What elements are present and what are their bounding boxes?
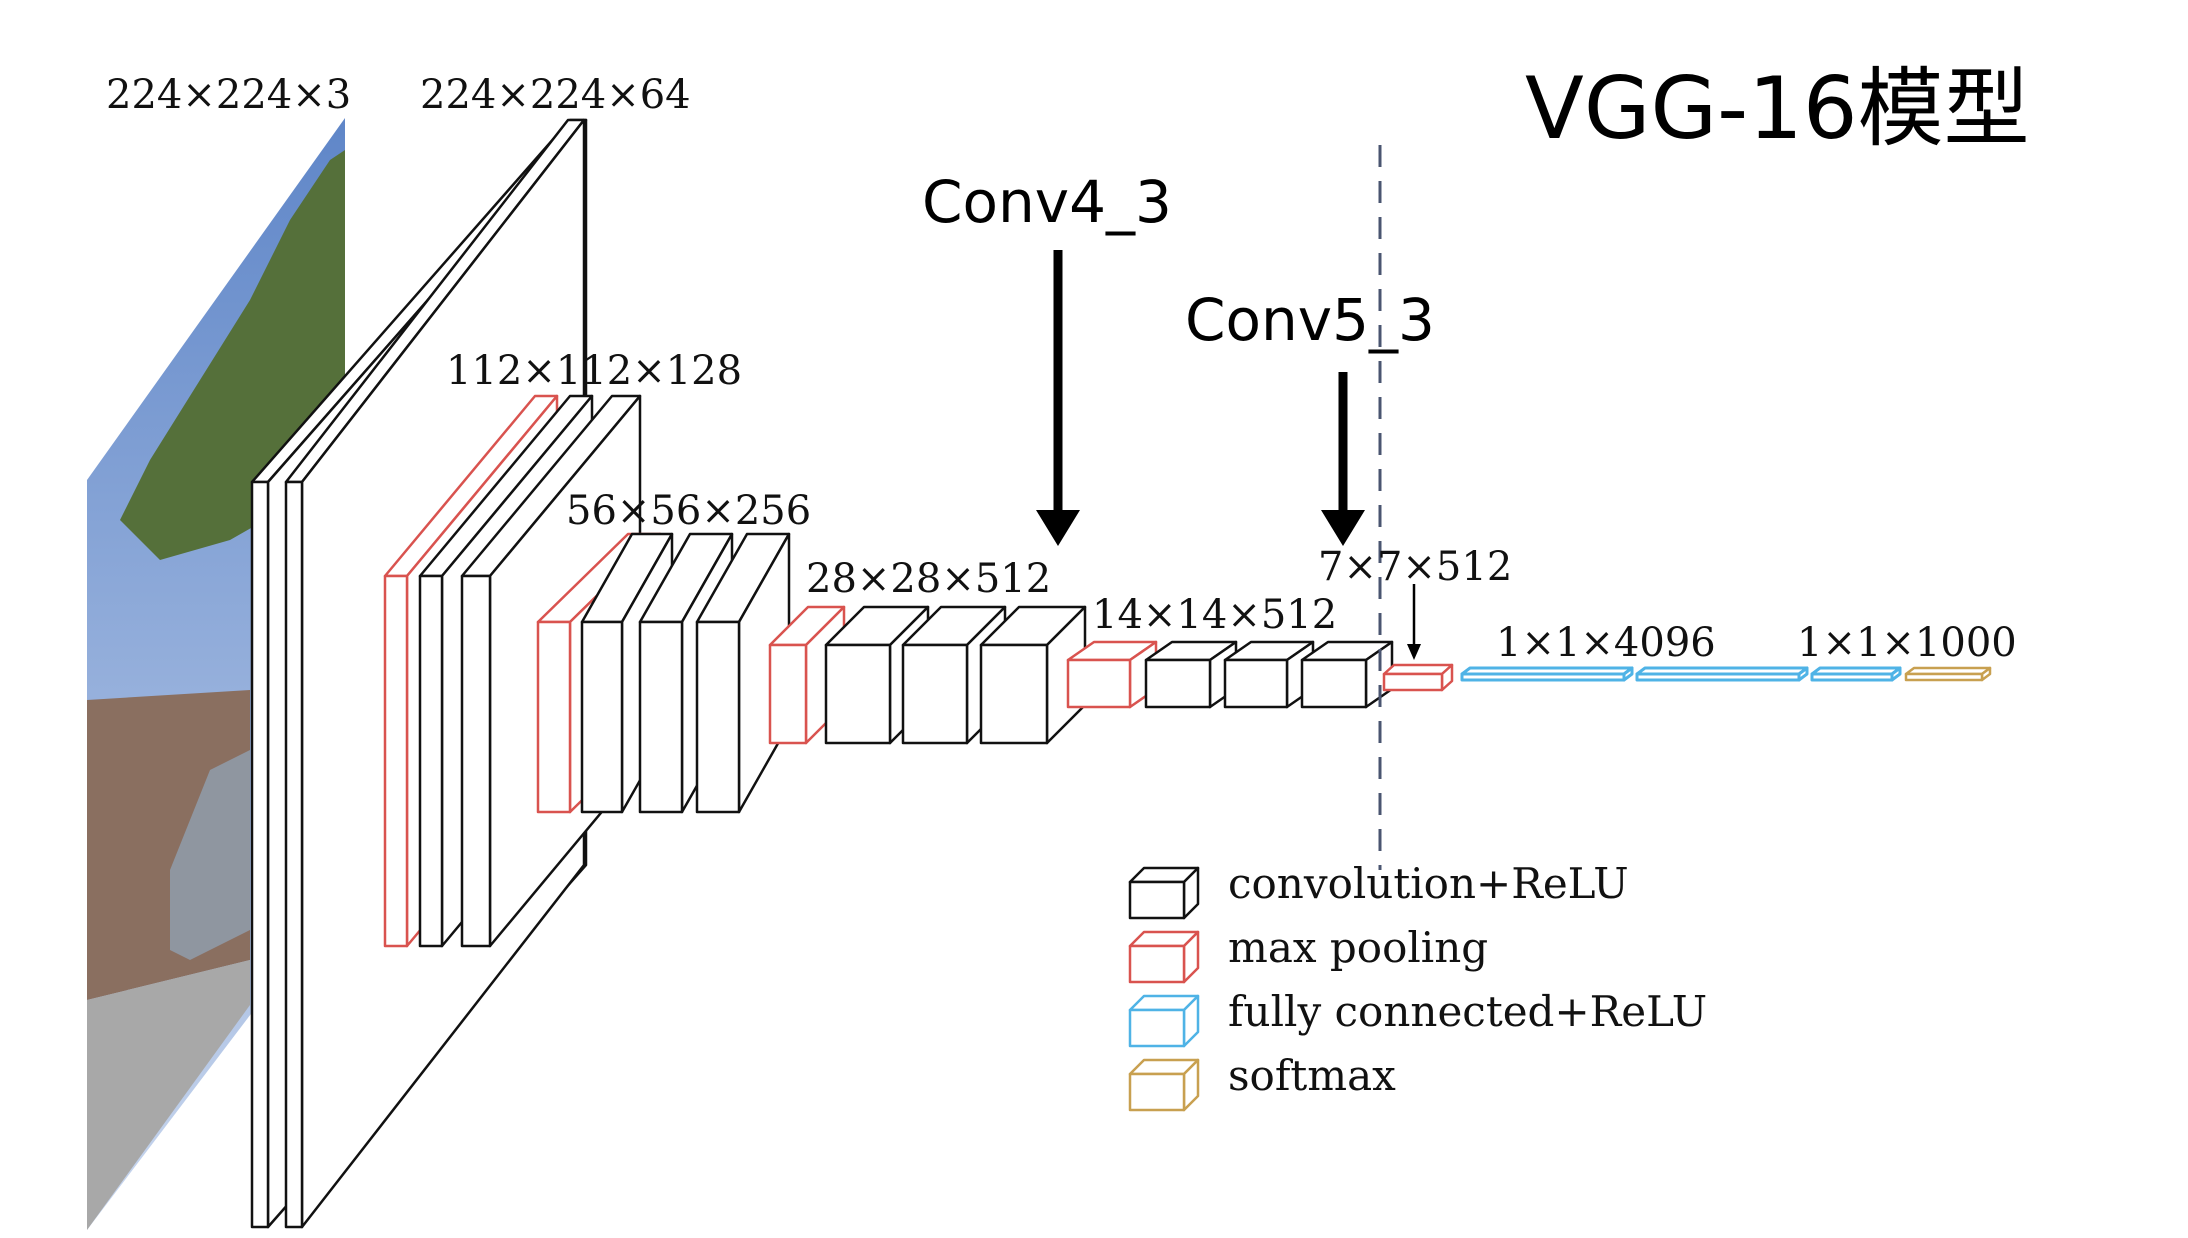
dims-label-conv3: 56×56×256 bbox=[566, 488, 811, 534]
network-blocks bbox=[250, 118, 1992, 1229]
legend-icon-fc bbox=[1128, 994, 1200, 1048]
conv-5-1 bbox=[1144, 640, 1238, 709]
input-photo-car bbox=[170, 750, 250, 960]
pool-4 bbox=[1066, 640, 1158, 709]
dims-label-conv1: 224×224×64 bbox=[420, 72, 691, 118]
callout-arrows bbox=[1036, 250, 1421, 660]
fc-3 bbox=[1810, 666, 1902, 682]
dims-label-softmax: 1×1×1000 bbox=[1797, 620, 2017, 666]
legend-icon-softmax bbox=[1128, 1058, 1200, 1112]
dims-label-conv5: 14×14×512 bbox=[1092, 592, 1337, 638]
pool5-arrow bbox=[1407, 584, 1421, 660]
legend-label-softmax: softmax bbox=[1228, 1051, 1396, 1100]
callout-label-conv5-3: Conv5_3 bbox=[1185, 286, 1435, 354]
legend-label-pool: max pooling bbox=[1228, 923, 1488, 972]
legend-icon-pool bbox=[1128, 930, 1200, 984]
conv5-3-arrow bbox=[1321, 372, 1365, 546]
legend-label-fc: fully connected+ReLU bbox=[1228, 987, 1707, 1036]
callout-label-conv4-3: Conv4_3 bbox=[922, 168, 1172, 236]
dims-label-conv4: 28×28×512 bbox=[806, 556, 1051, 602]
legend-icon-conv bbox=[1128, 866, 1200, 920]
legend-icons bbox=[1128, 866, 1200, 1112]
fc-1 bbox=[1460, 666, 1634, 682]
conv-5-2 bbox=[1223, 640, 1315, 709]
legend-label-conv: convolution+ReLU bbox=[1228, 859, 1629, 908]
legend: convolution+ReLU max pooling fully conne… bbox=[1128, 859, 1707, 1112]
dims-label-pool5: 7×7×512 bbox=[1318, 544, 1512, 590]
input-dims-label: 224×224×3 bbox=[106, 72, 351, 118]
dims-label-conv2: 112×112×128 bbox=[446, 348, 742, 394]
fc-2 bbox=[1635, 666, 1809, 682]
conv-4-3 bbox=[979, 605, 1087, 745]
softmax-layer bbox=[1904, 666, 1992, 682]
input-photo-street bbox=[87, 960, 250, 1230]
page-title: VGG-16模型 bbox=[1525, 59, 2030, 159]
conv4-3-arrow bbox=[1036, 250, 1080, 546]
pool-5 bbox=[1382, 663, 1454, 692]
input-photo bbox=[87, 118, 345, 1230]
dims-label-fc: 1×1×4096 bbox=[1496, 620, 1716, 666]
